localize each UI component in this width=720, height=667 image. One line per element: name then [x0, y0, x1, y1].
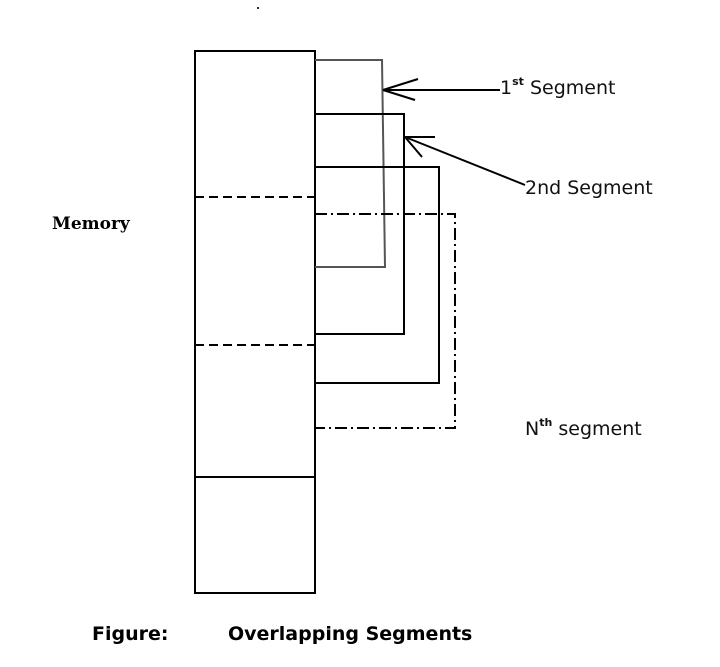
memory-outline — [194, 50, 316, 594]
memory-label: Memory — [52, 214, 131, 234]
segment-n-label: Nth segment — [525, 416, 642, 440]
segment-1-label: 1st Segment — [500, 75, 615, 99]
segment-n-bracket — [315, 213, 456, 429]
memory-block — [194, 50, 320, 594]
segment-2-bracket — [315, 113, 405, 335]
segment-1-bracket — [315, 59, 387, 268]
segment-1-arrow — [382, 78, 500, 101]
segment-2-label: 2nd Segment — [525, 177, 653, 199]
caption-prefix: Figure: — [92, 623, 168, 645]
stray-dot — [257, 7, 259, 9]
caption-title: Overlapping Segments — [228, 623, 472, 645]
segment-3-bracket — [315, 166, 440, 384]
segment-2-arrow — [404, 136, 526, 186]
